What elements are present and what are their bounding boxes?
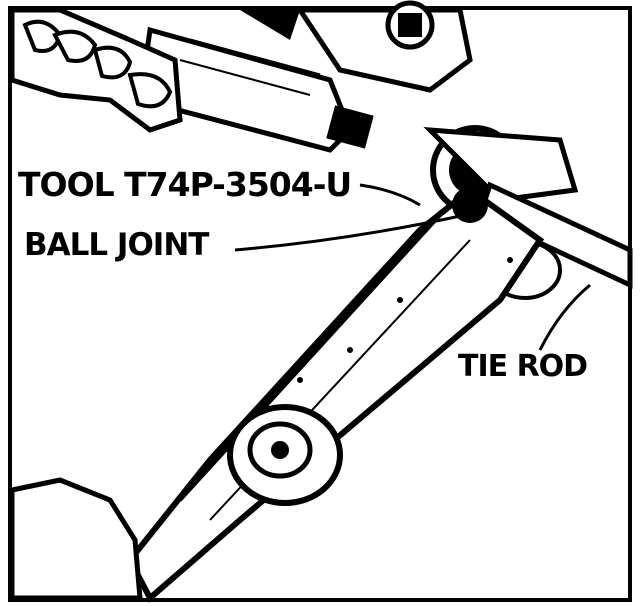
steering-arm (126, 186, 545, 603)
tool-leader (359, 183, 421, 207)
ball-joint-leader (234, 213, 466, 252)
tie-rod-label: TIE ROD (458, 349, 588, 384)
spindle-boss (227, 404, 343, 506)
ball-joint-label: BALL JOINT (24, 227, 209, 263)
tie-rod-leader (538, 283, 591, 351)
linkage (240, 0, 473, 93)
lower-hand (9, 477, 143, 601)
hand (9, 7, 183, 133)
tool-label: TOOL T74P-3504-U (18, 165, 352, 204)
tool (423, 125, 579, 215)
